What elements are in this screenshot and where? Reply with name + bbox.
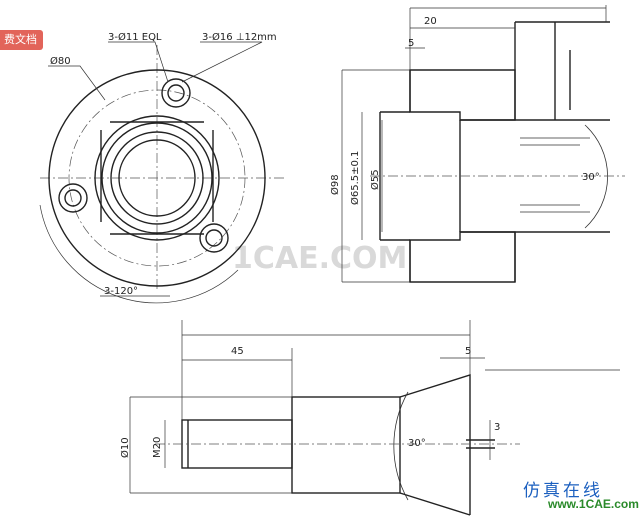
label-hole-counterbore: 3-Ø16 ⊥12mm [202, 31, 277, 43]
brand-cn-text: 仿真在线 [523, 481, 603, 501]
bolt-hole-right [199, 223, 229, 253]
label-bottom-length: 45 [231, 346, 244, 357]
bottom-view: 45 5 Ø10 M20 30° 3 [119, 320, 620, 516]
label-section-step: 5 [408, 38, 414, 49]
label-thread: M20 [152, 437, 163, 458]
label-section-length: 20 [424, 16, 437, 27]
label-bottom-angle: 30° [408, 438, 426, 449]
label-hole-small: 3-Ø11 EQL [108, 31, 162, 43]
bolt-hole-left [58, 183, 88, 213]
bolt-hole-top [161, 78, 191, 108]
bolt-circle [68, 89, 246, 267]
label-slot: 3 [494, 422, 500, 433]
doc-badge[interactable]: 费文档 [0, 30, 43, 50]
label-bottom-step: 5 [465, 346, 471, 357]
flange-outer-circle [48, 69, 266, 287]
section-view: 20 5 Ø98 Ø65.5±0.1 Ø55 30° [329, 5, 625, 283]
front-view: 3-Ø11 EQL 3-Ø16 ⊥12mm Ø80 3-120° [39, 31, 285, 304]
label-outer-dia: Ø98 [329, 174, 341, 195]
watermark-text: 1CAE.COM [232, 241, 407, 276]
label-bolt-circle: Ø80 [50, 55, 71, 67]
brand-url-link[interactable]: www.1CAE.com [548, 497, 639, 511]
label-bottom-dia: Ø10 [119, 437, 131, 458]
label-angle-120: 3-120° [104, 286, 138, 297]
label-section-angle: 30° [582, 172, 600, 183]
label-bore-tol: Ø65.5±0.1 [349, 151, 361, 205]
bore-circle [118, 139, 196, 217]
label-bore: Ø55 [369, 169, 381, 190]
